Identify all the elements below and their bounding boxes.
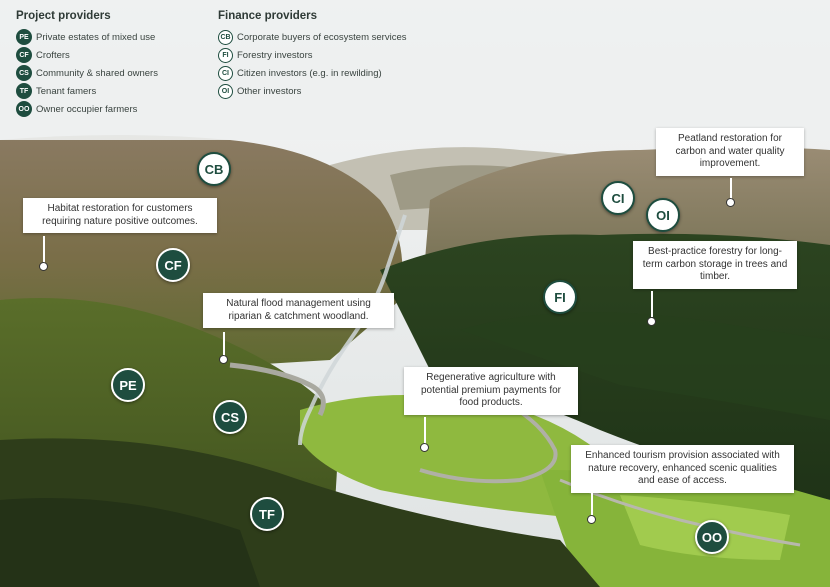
fi-badge-icon: FI — [218, 47, 233, 63]
leader-line — [43, 236, 45, 264]
legend-label-oi: Other investors — [237, 85, 302, 97]
legend-label-fi: Forestry investors — [237, 49, 313, 61]
location-dot — [219, 355, 228, 364]
legend-item-oo: OO Owner occupier farmers — [16, 100, 158, 118]
legend-finance-providers: Finance providers CB Corporate buyers of… — [218, 10, 406, 100]
callout-forestry: Best-practice forestry for long-term car… — [633, 241, 797, 289]
cb-badge-icon: CB — [218, 29, 233, 45]
marker-ci: CI — [601, 181, 635, 215]
legend-item-oi: OI Other investors — [218, 82, 406, 100]
location-dot — [39, 262, 48, 271]
marker-cs: CS — [213, 400, 247, 434]
leader-line — [591, 493, 593, 515]
legend-item-fi: FI Forestry investors — [218, 46, 406, 64]
legend-item-cb: CB Corporate buyers of ecosystem service… — [218, 28, 406, 46]
cf-badge-icon: CF — [16, 47, 32, 63]
tf-badge-icon: TF — [16, 83, 32, 99]
legend-label-oo: Owner occupier farmers — [36, 103, 138, 115]
legend-label-ci: Citizen investors (e.g. in rewilding) — [237, 67, 382, 79]
ci-badge-icon: CI — [218, 65, 233, 81]
oi-badge-icon: OI — [218, 83, 233, 99]
location-dot — [420, 443, 429, 452]
marker-cf: CF — [156, 248, 190, 282]
callout-tourism: Enhanced tourism provision associated wi… — [571, 445, 794, 493]
legend-project-providers: Project providers PE Private estates of … — [16, 10, 158, 118]
legend-label-cs: Community & shared owners — [36, 67, 158, 79]
marker-tf: TF — [250, 497, 284, 531]
marker-oi: OI — [646, 198, 680, 232]
marker-oo: OO — [695, 520, 729, 554]
legend-item-cf: CF Crofters — [16, 46, 158, 64]
callout-flood-management: Natural flood management using riparian … — [203, 293, 394, 328]
callout-regenerative-agriculture: Regenerative agriculture with potential … — [404, 367, 578, 415]
oo-badge-icon: OO — [16, 101, 32, 117]
legend-item-pe: PE Private estates of mixed use — [16, 28, 158, 46]
leader-line — [730, 178, 732, 199]
leader-line — [424, 417, 426, 444]
pe-badge-icon: PE — [16, 29, 32, 45]
callout-habitat-restoration: Habitat restoration for customers requir… — [23, 198, 217, 233]
legend-label-tf: Tenant famers — [36, 85, 97, 97]
legend-finance-title: Finance providers — [218, 10, 318, 22]
legend-item-cs: CS Community & shared owners — [16, 64, 158, 82]
legend-label-pe: Private estates of mixed use — [36, 31, 156, 43]
marker-pe: PE — [111, 368, 145, 402]
callout-peatland-restoration: Peatland restoration for carbon and wate… — [656, 128, 804, 176]
leader-line — [651, 291, 653, 317]
location-dot — [587, 515, 596, 524]
legend-label-cf: Crofters — [36, 49, 70, 61]
legend-item-tf: TF Tenant famers — [16, 82, 158, 100]
location-dot — [726, 198, 735, 207]
legend-project-title: Project providers — [16, 10, 111, 22]
cs-badge-icon: CS — [16, 65, 32, 81]
location-dot — [647, 317, 656, 326]
marker-cb: CB — [197, 152, 231, 186]
marker-fi: FI — [543, 280, 577, 314]
legend-label-cb: Corporate buyers of ecosystem services — [237, 31, 407, 43]
leader-line — [223, 332, 225, 357]
legend-item-ci: CI Citizen investors (e.g. in rewilding) — [218, 64, 406, 82]
